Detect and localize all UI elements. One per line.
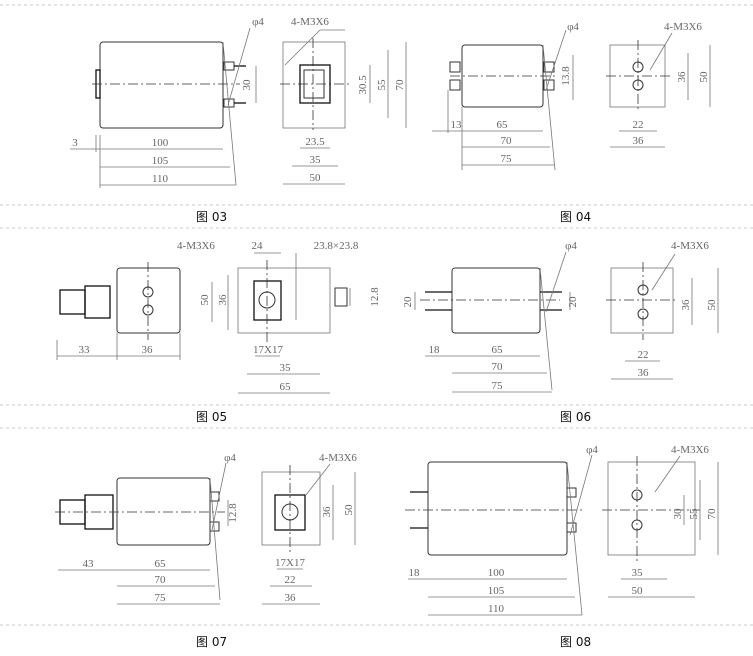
figure-05: 33 36 50 36 4-M3X6 24 23.8×23.8 17X17 35… xyxy=(56,240,381,424)
dim-50: 50 xyxy=(199,294,211,306)
dim-75: 75 xyxy=(501,153,513,165)
dim-17x17: 17X17 xyxy=(275,557,305,569)
dim-55: 55 xyxy=(688,508,700,520)
dim-12-8: 12.8 xyxy=(369,287,381,307)
dim-110: 110 xyxy=(488,603,505,615)
dim-20-left: 20 xyxy=(402,296,414,308)
dim-55: 55 xyxy=(376,79,388,91)
dim-70: 70 xyxy=(501,135,513,147)
dim-36-h: 36 xyxy=(633,135,645,147)
dim-screw: 4-M3X6 xyxy=(671,240,709,252)
dim-13: 13 xyxy=(451,119,463,131)
figure-caption: 图 05 xyxy=(196,410,227,424)
dim-phi4: φ4 xyxy=(252,16,264,28)
dim-23-8: 23.8×23.8 xyxy=(314,240,359,252)
dim-30: 30 xyxy=(672,508,684,520)
figure-07: 43 65 70 75 φ4 12.8 4-M3X6 36 50 17X17 2… xyxy=(55,452,357,649)
figure-08: 18 100 105 110 φ4 4-M3X6 30 55 70 35 50 … xyxy=(405,444,719,649)
figure-caption: 图 03 xyxy=(196,210,227,224)
dim-65: 65 xyxy=(155,558,167,570)
dim-18: 18 xyxy=(409,567,421,579)
dim-13-8: 13.8 xyxy=(560,66,572,86)
dim-105: 105 xyxy=(152,155,169,167)
dim-105: 105 xyxy=(488,585,505,597)
dim-70: 70 xyxy=(155,574,167,586)
dim-100: 100 xyxy=(152,137,169,149)
dim-50: 50 xyxy=(698,71,710,83)
dim-screw: 4-M3X6 xyxy=(177,240,215,252)
dim-12-8: 12.8 xyxy=(227,503,239,523)
dim-70: 70 xyxy=(394,79,406,91)
figure-03: 3 100 105 110 φ4 30 4-M3X6 30.5 55 70 23… xyxy=(70,16,407,224)
figure-04: 13 65 70 75 φ4 13.8 4-M3X6 36 50 22 36 图… xyxy=(432,21,711,224)
dim-20-right: 20 xyxy=(567,296,579,308)
dim-phi4: φ4 xyxy=(224,452,236,464)
figure-caption: 图 08 xyxy=(560,635,591,649)
dim-phi4: φ4 xyxy=(567,21,579,33)
dim-screw: 4-M3X6 xyxy=(664,21,702,33)
dim-36-v: 36 xyxy=(321,506,333,518)
dim-30-5: 30.5 xyxy=(357,75,369,95)
dim-75: 75 xyxy=(155,592,167,604)
dim-65: 65 xyxy=(497,119,509,131)
dim-screw: 4-M3X6 xyxy=(291,16,329,28)
dim-43: 43 xyxy=(83,558,95,570)
dim-22: 22 xyxy=(285,574,296,586)
figure-caption: 图 07 xyxy=(196,635,227,649)
figure-caption: 图 04 xyxy=(560,210,591,224)
dim-3: 3 xyxy=(72,137,78,149)
dim-50: 50 xyxy=(310,172,322,184)
dim-65: 65 xyxy=(492,344,504,356)
dim-36-v: 36 xyxy=(680,299,692,311)
dim-36-h: 36 xyxy=(285,592,297,604)
dim-110: 110 xyxy=(152,173,169,185)
figure-caption: 图 06 xyxy=(560,410,591,424)
dim-screw: 4-M3X6 xyxy=(319,452,357,464)
dim-35: 35 xyxy=(632,567,644,579)
dim-100: 100 xyxy=(488,567,505,579)
dim-screw: 4-M3X6 xyxy=(671,444,709,456)
dim-phi4: φ4 xyxy=(586,444,598,456)
separators xyxy=(0,4,753,626)
dim-30: 30 xyxy=(241,79,253,91)
dim-33: 33 xyxy=(79,344,91,356)
dim-65: 65 xyxy=(280,381,292,393)
dim-50: 50 xyxy=(706,299,718,311)
figure-06: 20 20 18 65 70 75 φ4 4-M3X6 36 50 22 36 … xyxy=(402,240,719,424)
dim-24: 24 xyxy=(252,240,264,252)
dim-23-5: 23.5 xyxy=(305,136,325,148)
dim-50: 50 xyxy=(343,504,355,516)
dim-35: 35 xyxy=(280,362,292,374)
dim-17x17: 17X17 xyxy=(253,344,283,356)
dim-36-v: 36 xyxy=(676,71,688,83)
dim-22: 22 xyxy=(638,349,649,361)
dim-35: 35 xyxy=(310,154,322,166)
dim-36-h: 36 xyxy=(638,367,650,379)
dim-70: 70 xyxy=(492,361,504,373)
dim-18: 18 xyxy=(429,344,441,356)
dim-36-v: 36 xyxy=(217,294,229,306)
dim-75: 75 xyxy=(492,380,504,392)
dim-phi4: φ4 xyxy=(565,240,577,252)
dim-36: 36 xyxy=(142,344,154,356)
dim-50: 50 xyxy=(632,585,644,597)
dim-22: 22 xyxy=(633,119,644,131)
dim-70: 70 xyxy=(706,508,718,520)
